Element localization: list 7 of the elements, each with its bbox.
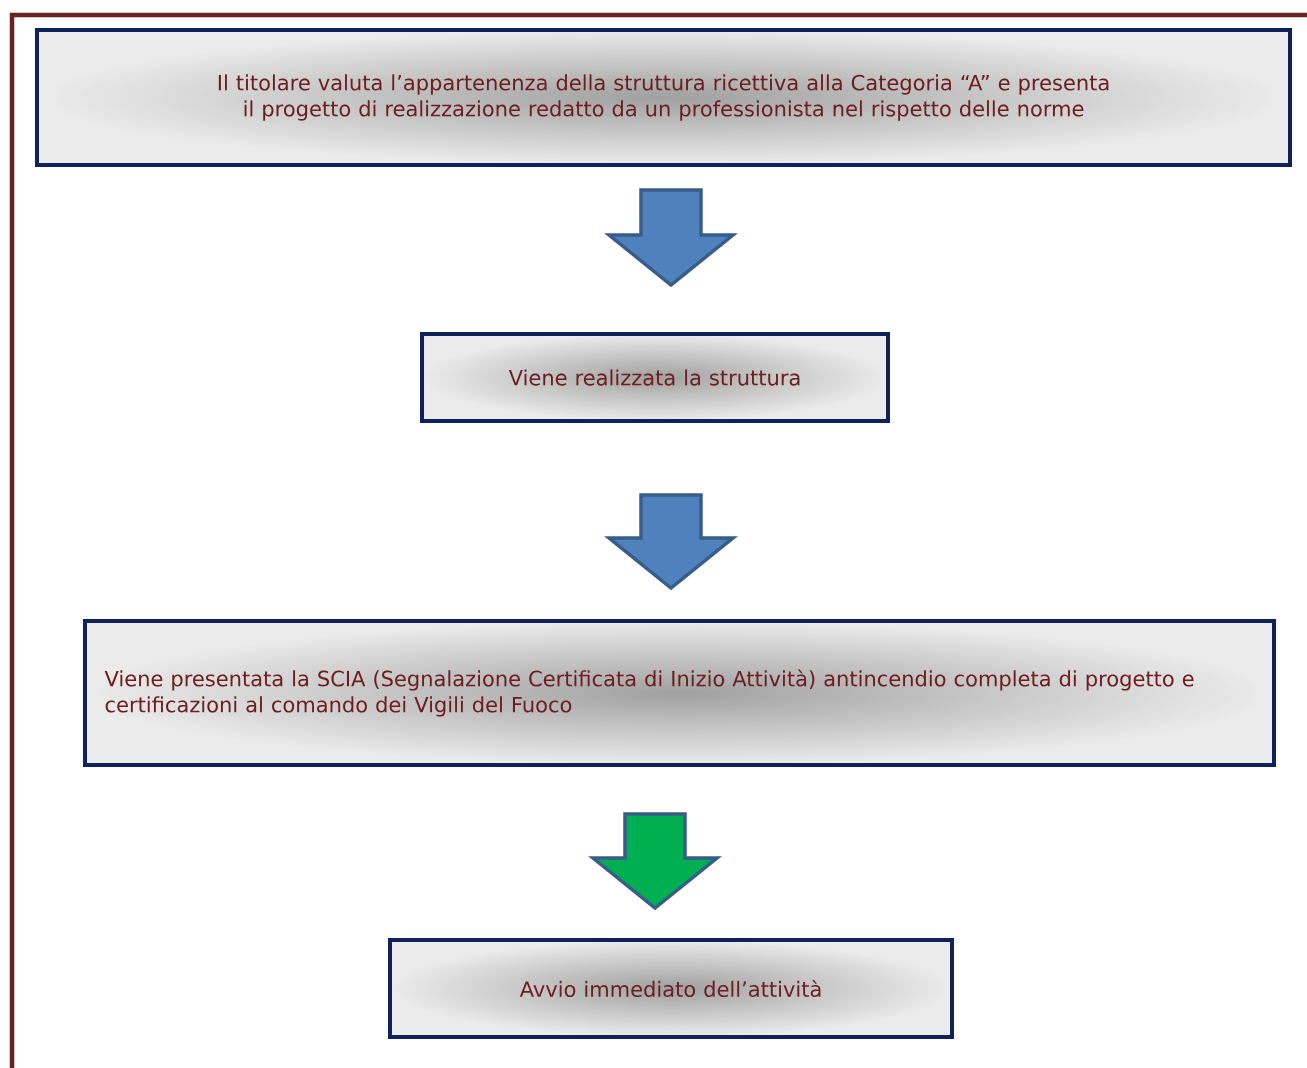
arrow xyxy=(588,812,722,911)
arrow xyxy=(604,188,738,288)
process-box: Il titolare valuta l’appartenenza della struttura ricettiva alla Categoria “A” e presenta il progetto di realizzazione redatto da un professionista nel rispetto delle norme xyxy=(35,28,1292,167)
process-box: Viene realizzata la struttura xyxy=(420,332,890,423)
process-box: Avvio immediato dell’attività xyxy=(388,938,954,1039)
process-box: Viene presentata la SCIA (Segnalazione Certificata di Inizio Attività) antincendio completa di progetto e certificazioni al comando dei Vigili del Fuoco xyxy=(83,619,1276,767)
arrow xyxy=(604,493,738,591)
